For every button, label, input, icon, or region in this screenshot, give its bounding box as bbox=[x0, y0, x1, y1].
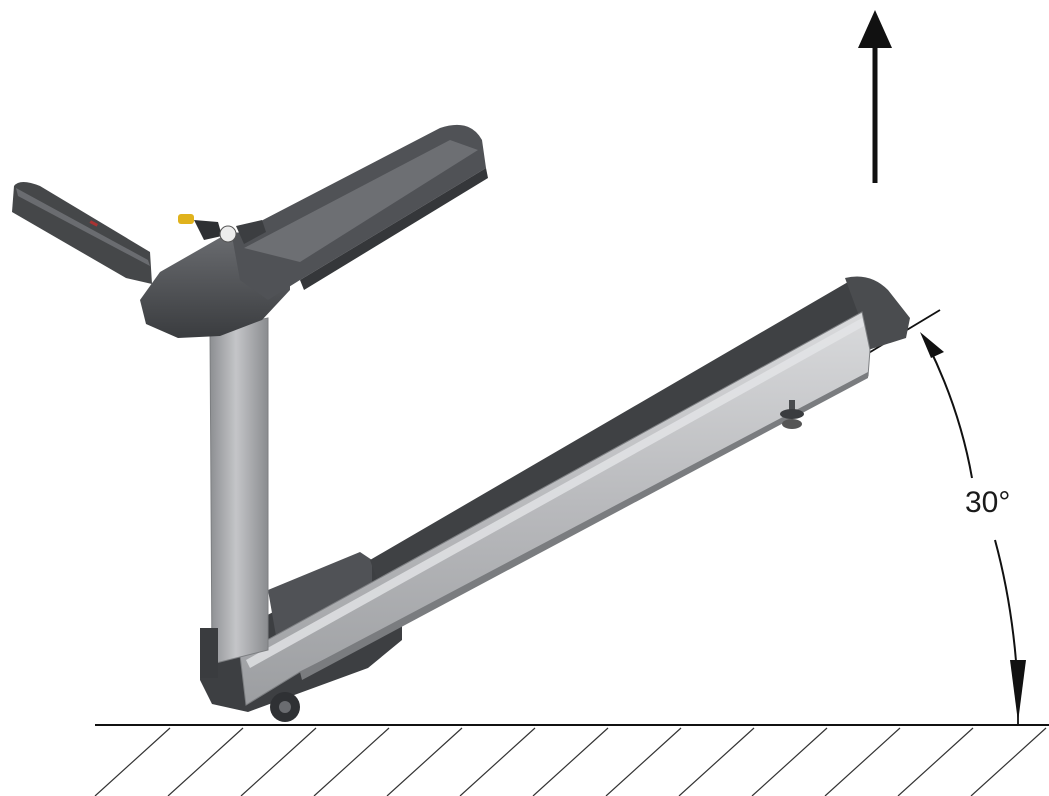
floor-hatch-line bbox=[386, 727, 463, 796]
floor bbox=[94, 724, 1049, 796]
safety-key-icon bbox=[178, 214, 237, 243]
treadmill bbox=[12, 124, 910, 722]
floor-hatch-line bbox=[605, 727, 682, 796]
upright-post bbox=[200, 317, 269, 678]
angle-label: 30° bbox=[965, 486, 1010, 519]
lift-up-arrow-icon bbox=[858, 10, 892, 183]
transport-wheel bbox=[270, 692, 300, 722]
floor-hatch-line bbox=[751, 727, 828, 796]
floor-hatch-line bbox=[313, 727, 390, 796]
angle-arrowhead-upper bbox=[920, 332, 944, 358]
floor-hatch-line bbox=[897, 727, 974, 796]
leveling-foot-icon bbox=[780, 400, 804, 429]
treadmill-deck bbox=[239, 276, 910, 706]
floor-hatch-line bbox=[678, 727, 755, 796]
floor-hatch-line bbox=[94, 727, 171, 796]
angle-arc-upper bbox=[927, 344, 973, 479]
floor-hatch-line bbox=[459, 727, 536, 796]
angle-indicator: 30° bbox=[861, 309, 1026, 725]
floor-hatch-line bbox=[970, 727, 1047, 796]
floor-hatching bbox=[94, 727, 1047, 796]
floor-hatch-line bbox=[532, 727, 609, 796]
angle-arrowhead-lower bbox=[1010, 660, 1026, 722]
floor-hatch-line bbox=[167, 727, 244, 796]
floor-hatch-line bbox=[240, 727, 317, 796]
floor-hatch-line bbox=[824, 727, 901, 796]
console-assembly bbox=[12, 124, 488, 338]
